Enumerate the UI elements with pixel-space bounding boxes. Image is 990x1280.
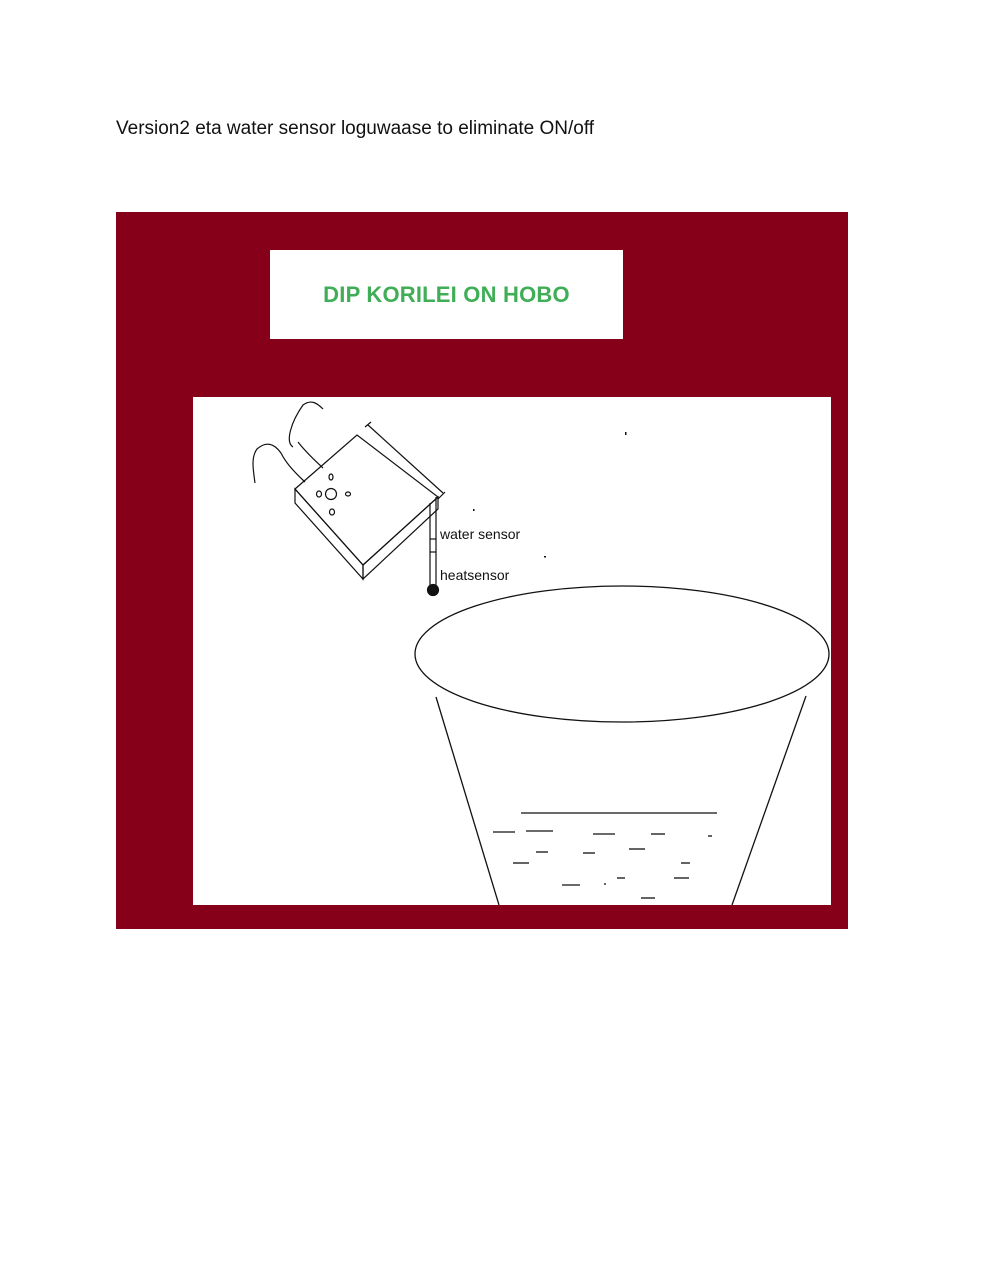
bucket-right-wall bbox=[731, 695, 807, 905]
diagram-figure: DIP KORILEI ON HOBO bbox=[116, 212, 848, 929]
stray-mark bbox=[473, 509, 475, 511]
dimension-line bbox=[367, 424, 444, 494]
diagram-title: DIP KORILEI ON HOBO bbox=[323, 281, 570, 307]
hobo-logger-device-icon bbox=[252, 401, 446, 581]
water-bucket-icon bbox=[414, 585, 830, 905]
logger-front-face bbox=[294, 487, 364, 581]
water-ripples bbox=[493, 830, 712, 899]
logger-cable-hook-right bbox=[288, 401, 324, 469]
heat-sensor-tip bbox=[426, 583, 440, 597]
dimension-tick-left bbox=[364, 421, 372, 428]
stray-mark bbox=[544, 556, 546, 558]
heat-sensor-label: heatsensor bbox=[440, 567, 510, 583]
logger-top-face bbox=[294, 434, 439, 566]
diagram-title-box: DIP KORILEI ON HOBO bbox=[270, 250, 623, 339]
logger-center-button bbox=[324, 487, 338, 501]
drawing-canvas: water sensor heatsensor bbox=[252, 401, 830, 905]
logger-cable-hook-left bbox=[252, 443, 306, 484]
logger-hole-bottom bbox=[328, 508, 336, 516]
bucket-rim bbox=[414, 585, 830, 723]
water-sensor-label: water sensor bbox=[439, 526, 520, 542]
logger-hole-left bbox=[315, 490, 323, 498]
document-heading: Version2 eta water sensor loguwaase to e… bbox=[116, 118, 595, 139]
stray-mark bbox=[625, 432, 627, 435]
dimension-tick-right bbox=[437, 491, 446, 500]
logger-side-face bbox=[362, 495, 439, 581]
bucket-left-wall bbox=[435, 696, 500, 905]
logger-hole-right bbox=[344, 491, 352, 497]
drawing-area: water sensor heatsensor bbox=[193, 397, 831, 905]
sensor-probe-icon bbox=[426, 497, 440, 597]
logger-hole-top bbox=[328, 473, 334, 481]
